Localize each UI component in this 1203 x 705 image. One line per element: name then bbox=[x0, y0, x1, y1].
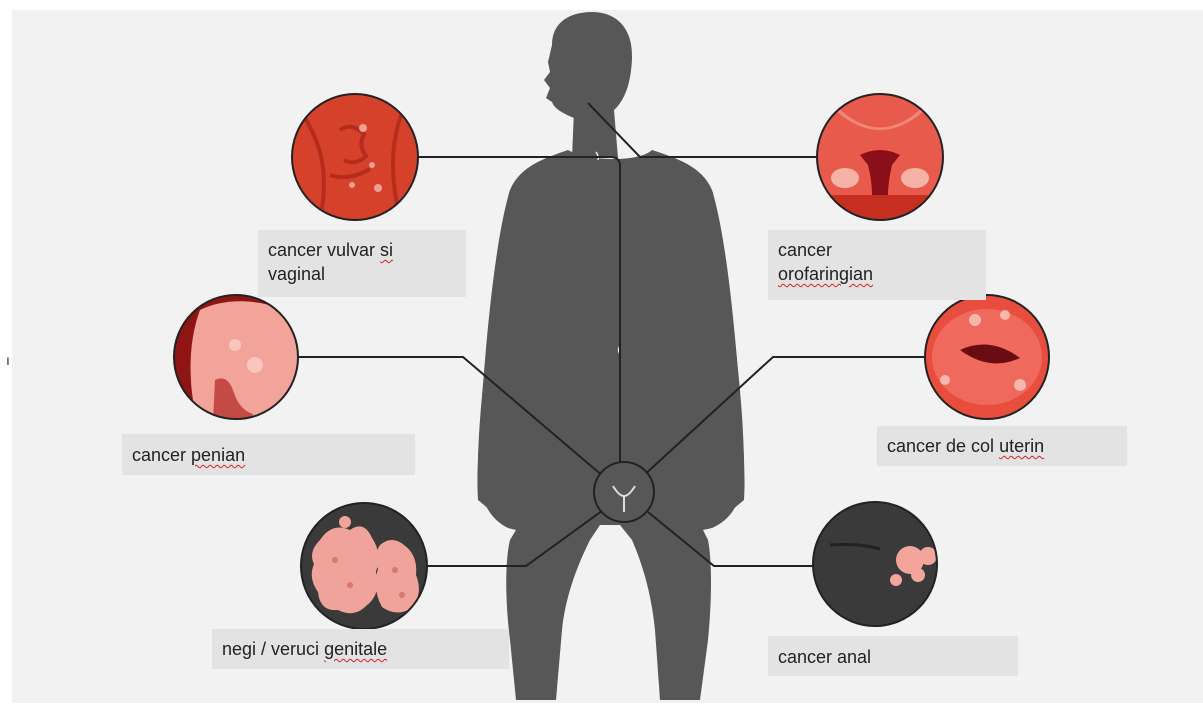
label-warts-word: genitale bbox=[324, 639, 387, 659]
anal-lesion-illustration bbox=[813, 502, 937, 626]
vulvar-lesion-illustration bbox=[292, 94, 418, 220]
oropharyngeal-lesion-illustration bbox=[815, 94, 945, 225]
label-anal-text: cancer anal bbox=[778, 645, 1008, 669]
human-silhouette bbox=[477, 12, 744, 700]
label-vulvar-line2: vaginal bbox=[268, 262, 456, 286]
label-penile-cancer: cancer penian bbox=[122, 434, 415, 475]
warts-lesion-illustration bbox=[301, 503, 427, 629]
label-vulvar-vaginal-cancer: cancer vulvar si vaginal bbox=[258, 230, 466, 297]
label-cervical-cancer: cancer de col uterin bbox=[877, 426, 1127, 466]
edge-tick-mark: ı bbox=[6, 352, 10, 368]
label-vulvar-line1: cancer vulvar bbox=[268, 240, 380, 260]
label-oro-line2: orofaringian bbox=[778, 262, 873, 286]
label-penile-prefix: cancer bbox=[132, 445, 191, 465]
label-cervical-word: uterin bbox=[999, 436, 1044, 456]
penile-lesion-illustration bbox=[174, 295, 310, 434]
label-oropharyngeal-cancer: cancer orofaringian bbox=[768, 230, 986, 300]
label-oro-line1: cancer bbox=[778, 238, 976, 262]
label-vulvar-line1-tail: si bbox=[380, 240, 393, 260]
pelvic-focus-circle bbox=[594, 462, 654, 522]
label-penile-word: penian bbox=[191, 445, 245, 465]
label-anal-cancer: cancer anal bbox=[768, 636, 1018, 676]
label-warts-prefix: negi / veruci bbox=[222, 639, 324, 659]
label-genital-warts: negi / veruci genitale bbox=[212, 629, 509, 669]
cervical-lesion-illustration bbox=[925, 295, 1049, 419]
label-cervical-prefix: cancer de col bbox=[887, 436, 999, 456]
